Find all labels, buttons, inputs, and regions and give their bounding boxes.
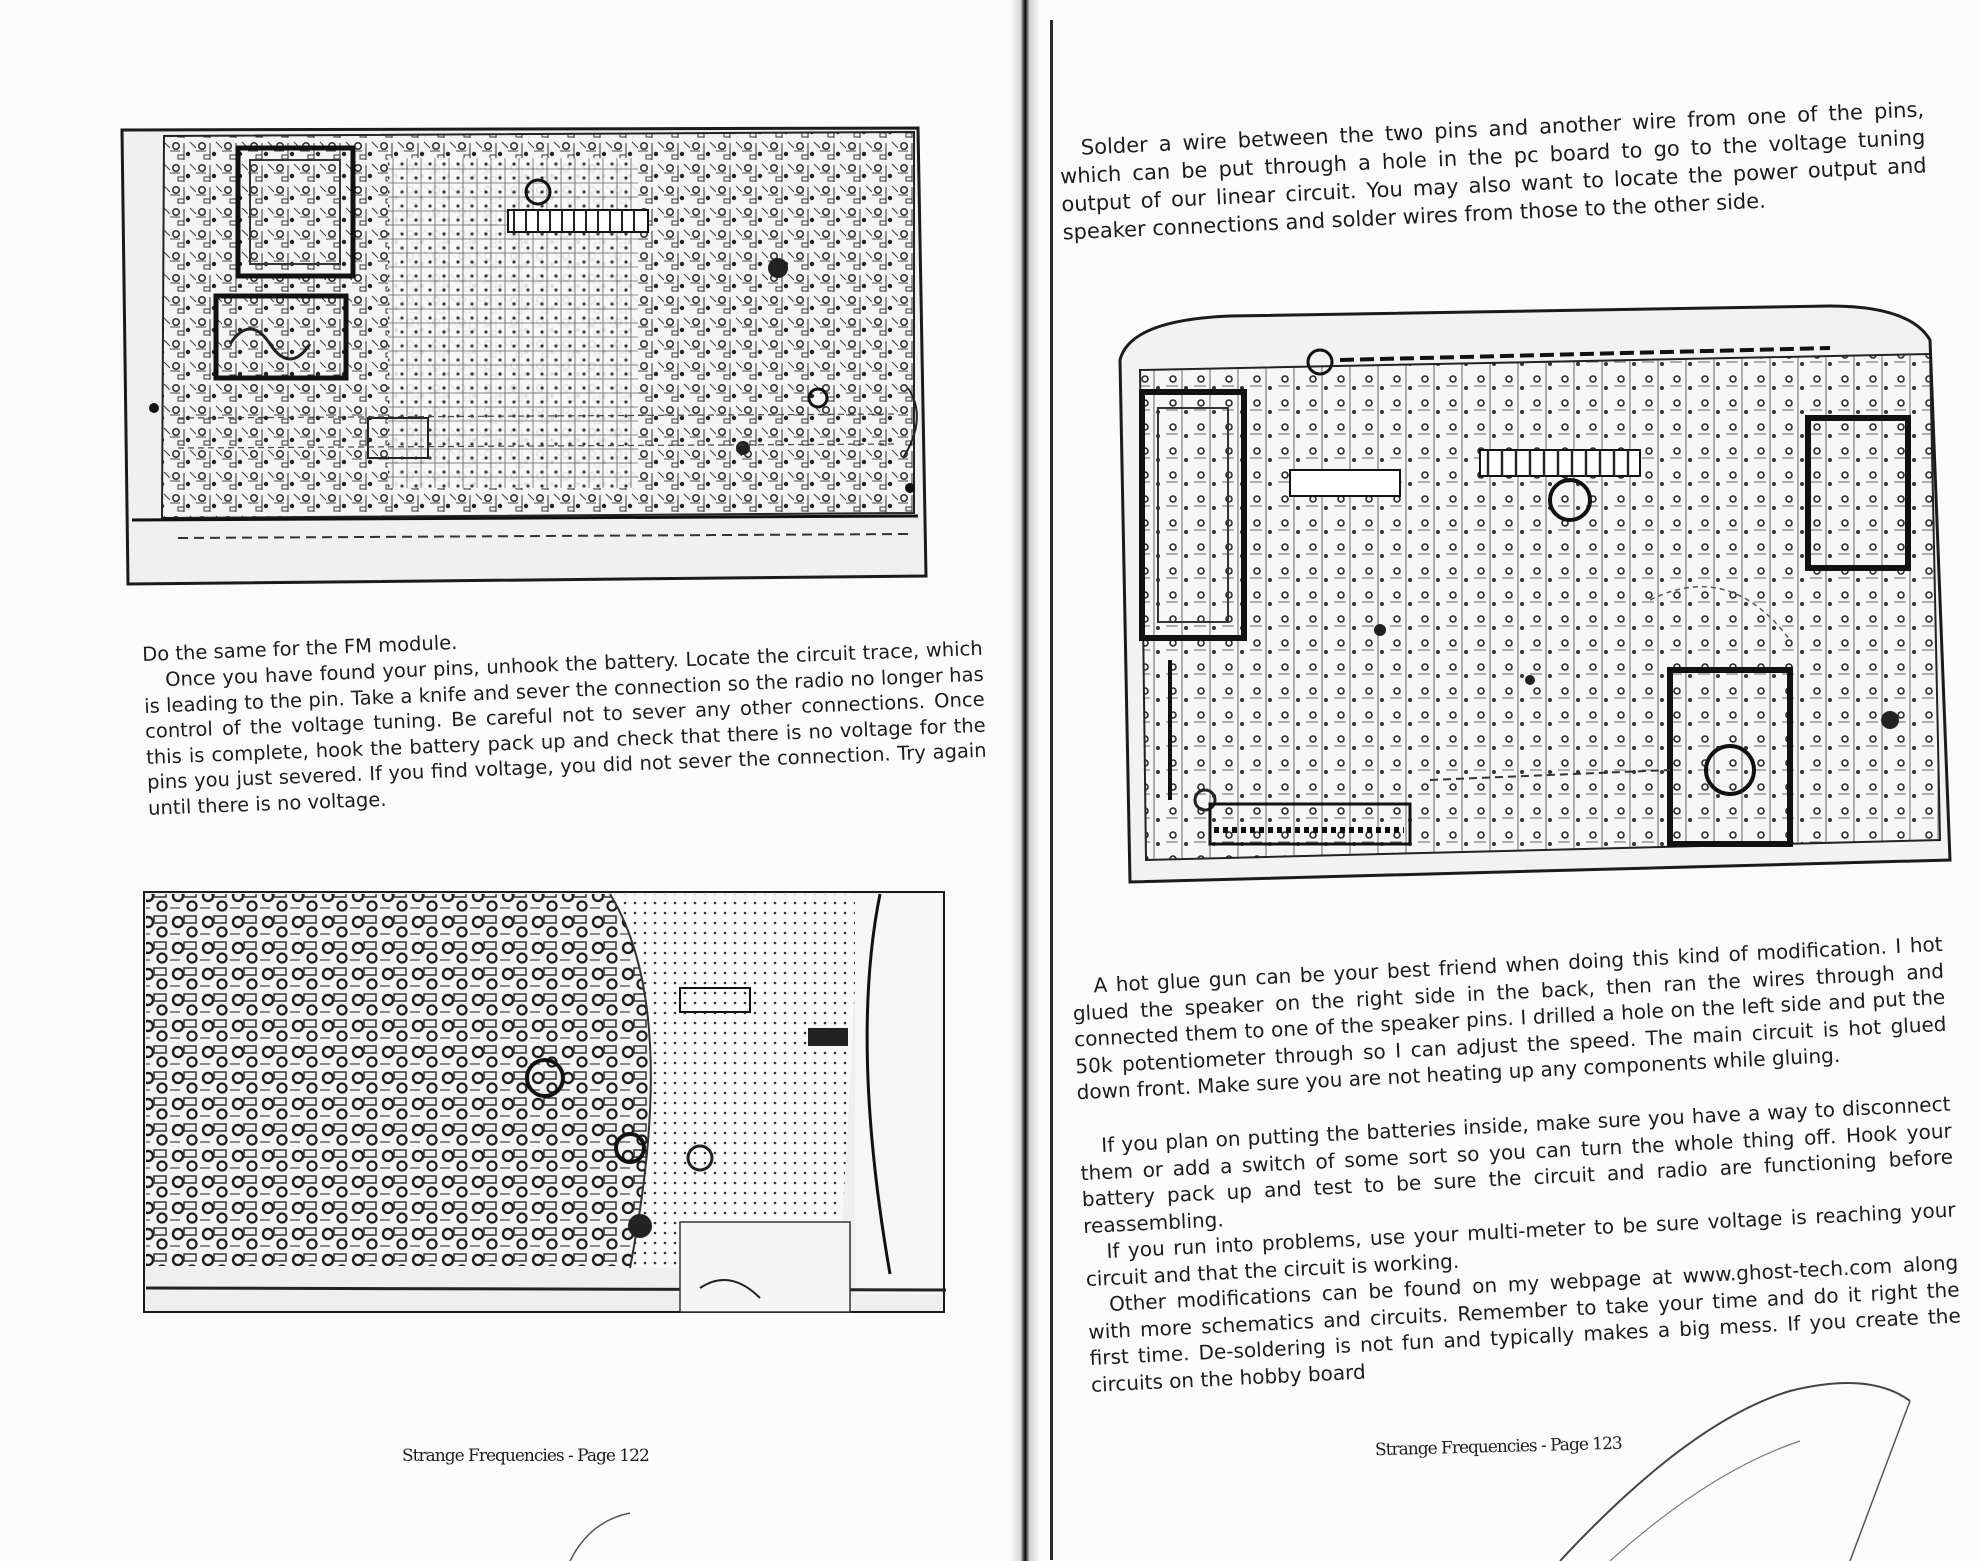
sever-connection-text: Once you have found your pins, unhook th…: [143, 636, 988, 821]
right-page: Solder a wire between the two pins and a…: [1030, 0, 1980, 1561]
page-curl-right: [1559, 1382, 1911, 1561]
circuit-board-photo-right: [1110, 300, 1970, 890]
hot-glue-text: A hot glue gun can be your best friend w…: [1071, 931, 1948, 1106]
sever-connection-body: Once you have found your pins, unhook th…: [143, 636, 987, 820]
left-page: Do the same for the FM module. Once you …: [118, 118, 988, 1561]
book-spine-edge: [1050, 20, 1053, 1560]
left-page-footer: Strange Frequencies - Page 122: [402, 1446, 650, 1466]
book-spine: [1010, 0, 1040, 1561]
page-curl-left: [569, 1512, 631, 1561]
circuit-board-photo-top-left: [118, 118, 938, 588]
hot-glue-body: A hot glue gun can be your best friend w…: [1072, 931, 1947, 1105]
circuit-board-photo-bottom-left: [140, 888, 950, 1318]
